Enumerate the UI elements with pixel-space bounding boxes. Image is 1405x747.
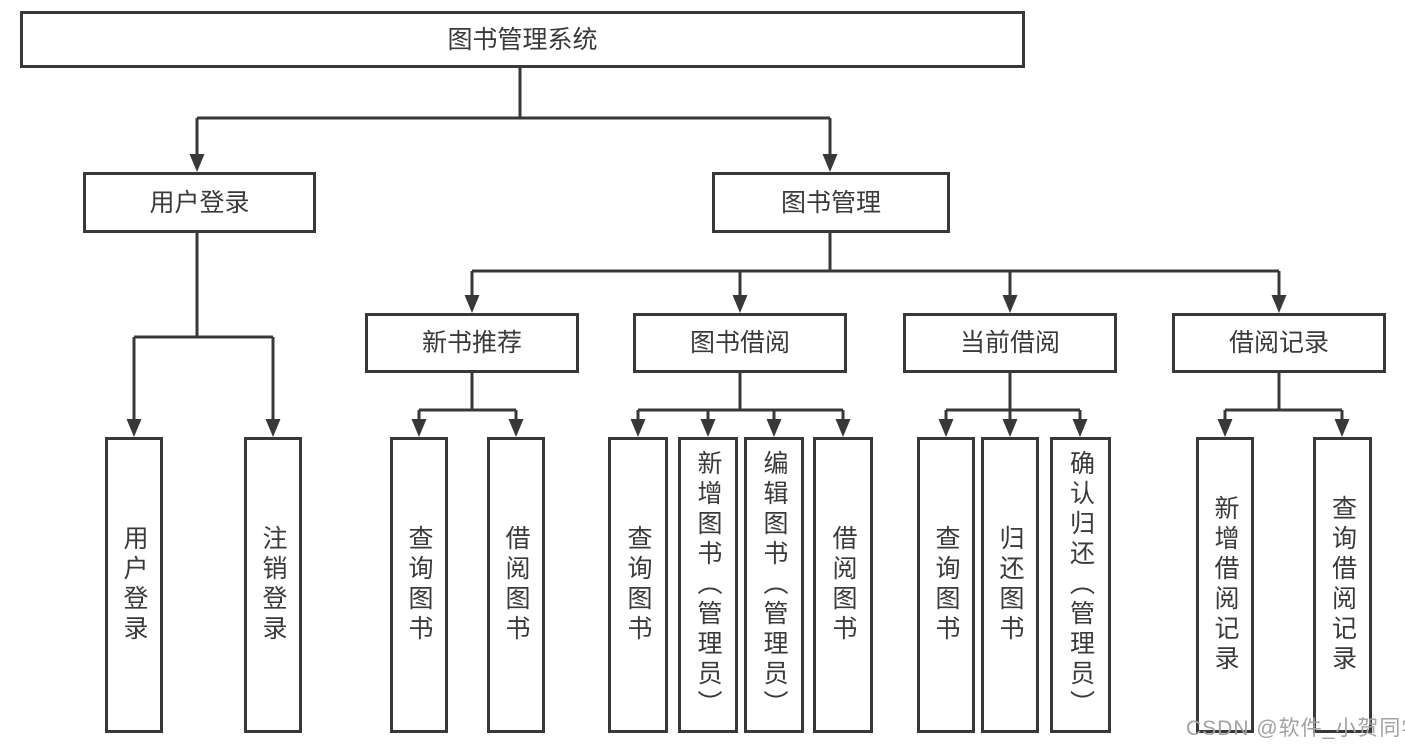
leaf-query-books-borrow: 查询图书 bbox=[608, 437, 668, 733]
node-new-book-recommend: 新书推荐 bbox=[365, 313, 579, 373]
leaf-add-borrow-record: 新增借阅记录 bbox=[1196, 437, 1254, 733]
node-current-borrow: 当前借阅 bbox=[903, 313, 1117, 373]
csdn-watermark: CSDN @软件_小贺同学 bbox=[1186, 717, 1405, 740]
leaf-confirm-return-admin: 确认归还（管理员） bbox=[1050, 437, 1111, 733]
arrow-down-icon bbox=[464, 295, 480, 313]
connector-root-to-level2 bbox=[189, 68, 838, 172]
arrow-down-icon bbox=[1334, 419, 1350, 437]
node-book-borrow: 图书借阅 bbox=[633, 313, 847, 373]
leaf-user-login: 用户登录 bbox=[105, 437, 163, 733]
arrow-down-icon bbox=[835, 419, 851, 437]
arrow-down-icon bbox=[265, 419, 281, 437]
connector-lines bbox=[636, 373, 845, 421]
connector-lines bbox=[470, 233, 1281, 297]
node-user-login: 用户登录 bbox=[83, 172, 316, 233]
leaf-borrow-books-recommend: 借阅图书 bbox=[487, 437, 545, 733]
node-borrow-record: 借阅记录 bbox=[1172, 313, 1386, 373]
arrow-down-icon bbox=[1002, 295, 1018, 313]
arrow-down-icon bbox=[938, 419, 954, 437]
leaf-query-books-recommend: 查询图书 bbox=[390, 437, 448, 733]
connector-lines bbox=[417, 373, 518, 421]
arrow-down-icon bbox=[630, 419, 646, 437]
arrow-down-icon bbox=[1002, 419, 1018, 437]
arrow-down-icon bbox=[732, 295, 748, 313]
arrow-down-icon bbox=[411, 419, 427, 437]
connector-book-management-to-level3 bbox=[464, 233, 1287, 313]
node-book-management: 图书管理 bbox=[712, 172, 950, 233]
connector-user-login-to-leaves bbox=[126, 233, 281, 437]
connector-borrow-record-to-leaves bbox=[1217, 373, 1350, 437]
arrow-down-icon bbox=[1271, 295, 1287, 313]
connector-book-borrow-to-leaves bbox=[630, 373, 851, 437]
connector-new-book-recommend-to-leaves bbox=[411, 373, 524, 437]
leaf-logout: 注销登录 bbox=[244, 437, 302, 733]
leaf-edit-book-admin: 编辑图书（管理员） bbox=[744, 437, 804, 733]
arrow-down-icon bbox=[766, 419, 782, 437]
leaf-borrow-books: 借阅图书 bbox=[813, 437, 873, 733]
arrow-down-icon bbox=[189, 154, 205, 172]
leaf-add-book-admin: 新增图书（管理员） bbox=[678, 437, 738, 733]
node-root-system: 图书管理系统 bbox=[20, 11, 1025, 68]
connector-lines bbox=[132, 233, 275, 421]
arrow-down-icon bbox=[508, 419, 524, 437]
arrow-down-icon bbox=[126, 419, 142, 437]
arrow-down-icon bbox=[1072, 419, 1088, 437]
leaf-return-book: 归还图书 bbox=[981, 437, 1039, 733]
arrow-down-icon bbox=[1217, 419, 1233, 437]
leaf-query-books-current: 查询图书 bbox=[917, 437, 975, 733]
leaf-query-borrow-record: 查询借阅记录 bbox=[1313, 437, 1372, 733]
arrow-down-icon bbox=[822, 154, 838, 172]
connector-lines bbox=[1223, 373, 1344, 421]
arrow-down-icon bbox=[700, 419, 716, 437]
connector-current-borrow-to-leaves bbox=[938, 373, 1088, 437]
connector-lines bbox=[944, 373, 1082, 421]
connector-lines bbox=[195, 68, 832, 156]
